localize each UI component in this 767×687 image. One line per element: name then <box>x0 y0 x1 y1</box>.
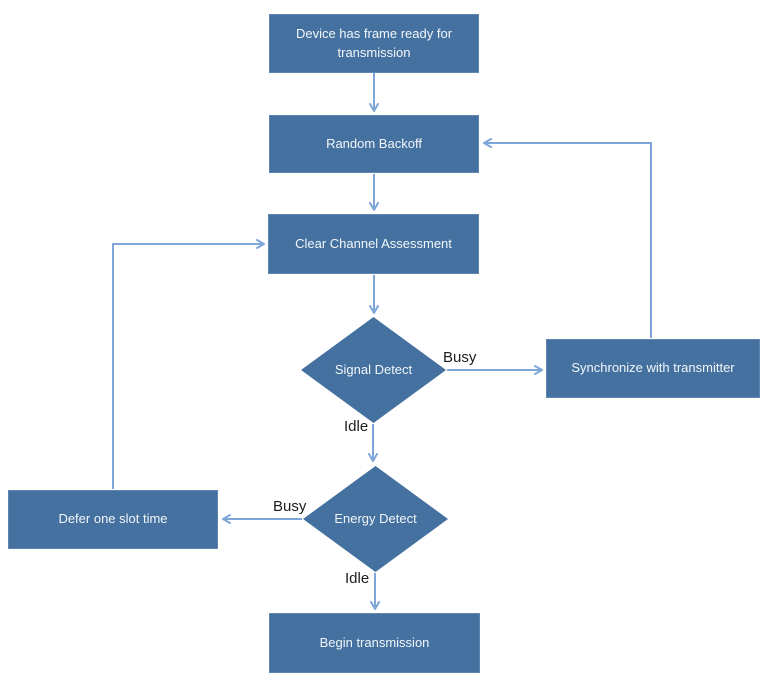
node-random-backoff-label: Random Backoff <box>326 135 422 151</box>
node-synchronize-with-transmitter-label: Synchronize with transmitter <box>571 360 735 376</box>
node-energy-detect-label: Energy Detect <box>334 510 417 526</box>
node-begin-transmission: Begin transmission <box>269 613 480 673</box>
node-clear-channel-assessment-label: Clear Channel Assessment <box>295 235 452 251</box>
node-defer-one-slot-time-label: Defer one slot time <box>58 511 168 527</box>
edge-label-signal-idle: Idle <box>344 418 369 435</box>
edge-label-signal-busy: Busy <box>443 349 477 366</box>
node-begin-transmission-label: Begin transmission <box>319 634 430 650</box>
node-synchronize-with-transmitter: Synchronize with transmitter <box>546 339 760 398</box>
node-energy-detect: Energy Detect <box>303 466 448 572</box>
node-clear-channel-assessment: Clear Channel Assessment <box>268 214 479 274</box>
node-frame-ready: Device has frame ready for transmission <box>269 14 479 73</box>
connector-sync-to-backoff <box>483 138 652 338</box>
node-signal-detect-label: Signal Detect <box>334 361 413 377</box>
node-signal-detect: Signal Detect <box>301 317 446 423</box>
node-defer-one-slot-time: Defer one slot time <box>8 490 218 549</box>
node-random-backoff: Random Backoff <box>269 115 479 173</box>
node-frame-ready-label: Device has frame ready for transmission <box>295 26 453 60</box>
connector-defer-to-cca <box>112 239 265 489</box>
edge-label-energy-idle: Idle <box>345 570 370 587</box>
edge-label-energy-busy: Busy <box>273 498 307 515</box>
